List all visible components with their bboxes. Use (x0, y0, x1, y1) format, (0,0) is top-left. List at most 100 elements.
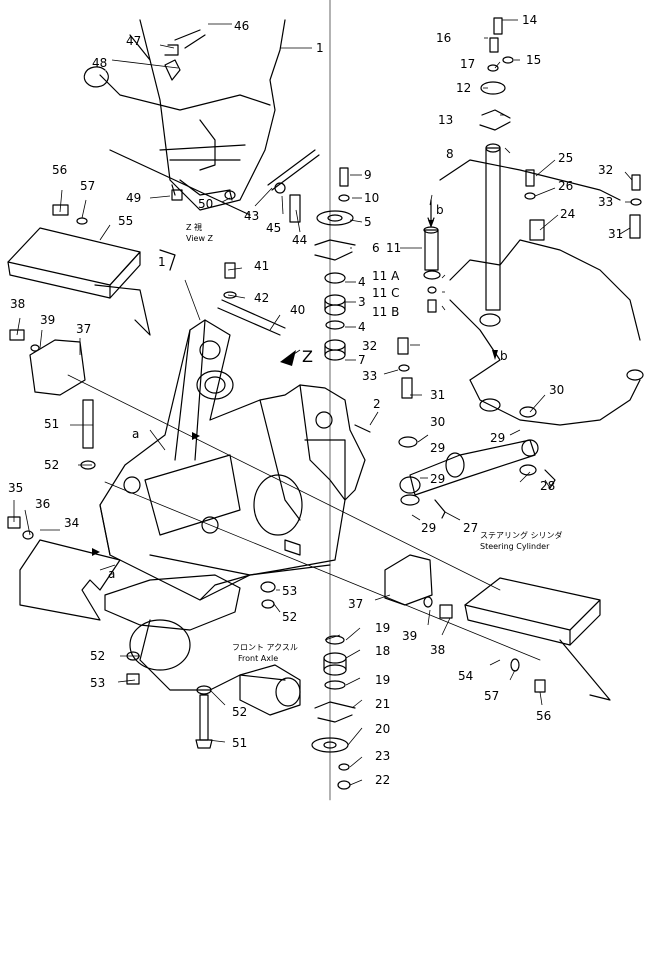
callout-13: 13 (438, 113, 453, 127)
callout-37-left: 37 (76, 322, 91, 336)
callout-17: 17 (460, 57, 475, 71)
label-z: Z (302, 347, 313, 366)
callout-8: 8 (446, 147, 454, 161)
callout-33-a: 33 (362, 369, 377, 383)
front-axle-en: Front Axle (238, 654, 278, 663)
callout-38-left: 38 (10, 297, 25, 311)
callout-57-right: 57 (484, 689, 499, 703)
callout-40: 40 (290, 303, 305, 317)
steering-cylinder-jp: ステアリング シリンダ (480, 530, 563, 540)
callout-11c: 11 C (372, 286, 399, 300)
callout-23: 23 (375, 749, 390, 763)
callout-26: 26 (558, 179, 573, 193)
pin-8 (485, 147, 501, 311)
callout-38-right: 38 (430, 643, 445, 657)
callout-4-lower: 4 (358, 320, 366, 334)
callout-53-b: 53 (90, 676, 105, 690)
callout-30-b: 30 (549, 383, 564, 397)
callout-1: 1 (316, 41, 324, 55)
callout-42: 42 (254, 291, 269, 305)
callout-14: 14 (522, 13, 537, 27)
callout-43: 43 (244, 209, 259, 223)
callout-36: 36 (35, 497, 50, 511)
callout-11b: 11 B (372, 305, 399, 319)
upper-pin-stack (314, 210, 356, 361)
callout-29-b: 29 (430, 472, 445, 486)
callout-24: 24 (560, 207, 575, 221)
callout-31-b: 31 (608, 227, 623, 241)
callout-12: 12 (456, 81, 471, 95)
callout-54: 54 (458, 669, 473, 683)
view-z-en: View Z (186, 234, 214, 243)
callout-9: 9 (364, 168, 372, 182)
front-axle (104, 574, 301, 716)
callout-56-left: 56 (52, 163, 67, 177)
callout-32-b: 32 (598, 163, 613, 177)
callout-52-b: 52 (282, 610, 297, 624)
steering-cylinder (399, 439, 539, 496)
right-fender (464, 577, 611, 701)
callout-31-a: 31 (430, 388, 445, 402)
callout-56-right: 56 (536, 709, 551, 723)
callout-44: 44 (292, 233, 307, 247)
right-cover-plate (384, 554, 433, 606)
callout-39-left: 39 (40, 313, 55, 327)
callout-2: 2 (373, 397, 381, 411)
callout-25: 25 (558, 151, 573, 165)
left-fender (7, 227, 151, 336)
callout-11: 11 (386, 241, 401, 255)
callout-53-a: 53 (282, 584, 297, 598)
pin-11 (424, 229, 439, 271)
callout-45: 45 (266, 221, 281, 235)
callout-41: 41 (254, 259, 269, 273)
callout-49: 49 (126, 191, 141, 205)
lower-pin-stack (311, 635, 356, 790)
callout-6: 6 (372, 241, 380, 255)
callout-3: 3 (358, 295, 366, 309)
callout-57-left: 57 (80, 179, 95, 193)
callout-52-a: 52 (44, 458, 59, 472)
callout-16: 16 (436, 31, 451, 45)
callout-15: 15 (526, 53, 541, 67)
callout-55: 55 (118, 214, 133, 228)
callout-39-right: 39 (402, 629, 417, 643)
callout-50: 50 (198, 197, 213, 211)
callout-29-d: 29 (490, 431, 505, 445)
callout-30-a: 30 (430, 415, 445, 429)
callout-28: 28 (540, 479, 555, 493)
label-b-upper: b (436, 203, 444, 217)
callout-33-b: 33 (598, 195, 613, 209)
callout-22: 22 (375, 773, 390, 787)
callout-11a: 11 A (372, 269, 400, 283)
callout-37-right: 37 (348, 597, 363, 611)
label-b-lower: b (500, 349, 508, 363)
callout-46: 46 (234, 19, 249, 33)
left-cover-plate (29, 339, 86, 396)
callout-32-a: 32 (362, 339, 377, 353)
callout-52-c: 52 (90, 649, 105, 663)
callout-51-upper: 51 (44, 417, 59, 431)
front-axle-jp: フロント アクスル (232, 643, 298, 652)
callout-47: 47 (126, 34, 141, 48)
lower-left-cover (19, 539, 121, 621)
view-z-jp: Z 視 (186, 223, 202, 232)
callout-1-frame: 1 (158, 255, 166, 269)
callout-34: 34 (64, 516, 79, 530)
callout-29-a: 29 (430, 441, 445, 455)
callout-4-upper: 4 (358, 275, 366, 289)
callout-20: 20 (375, 722, 390, 736)
callout-7: 7 (358, 353, 366, 367)
callout-19-upper: 19 (375, 621, 390, 635)
callout-52-d: 52 (232, 705, 247, 719)
view-z-detail (83, 19, 320, 216)
label-a-upper: a (132, 427, 139, 441)
callout-5: 5 (364, 215, 372, 229)
callout-51-lower: 51 (232, 736, 247, 750)
main-frame (99, 319, 366, 601)
callout-27: 27 (463, 521, 478, 535)
callout-48: 48 (92, 56, 107, 70)
callout-10: 10 (364, 191, 379, 205)
callout-18: 18 (375, 644, 390, 658)
callout-35: 35 (8, 481, 23, 495)
